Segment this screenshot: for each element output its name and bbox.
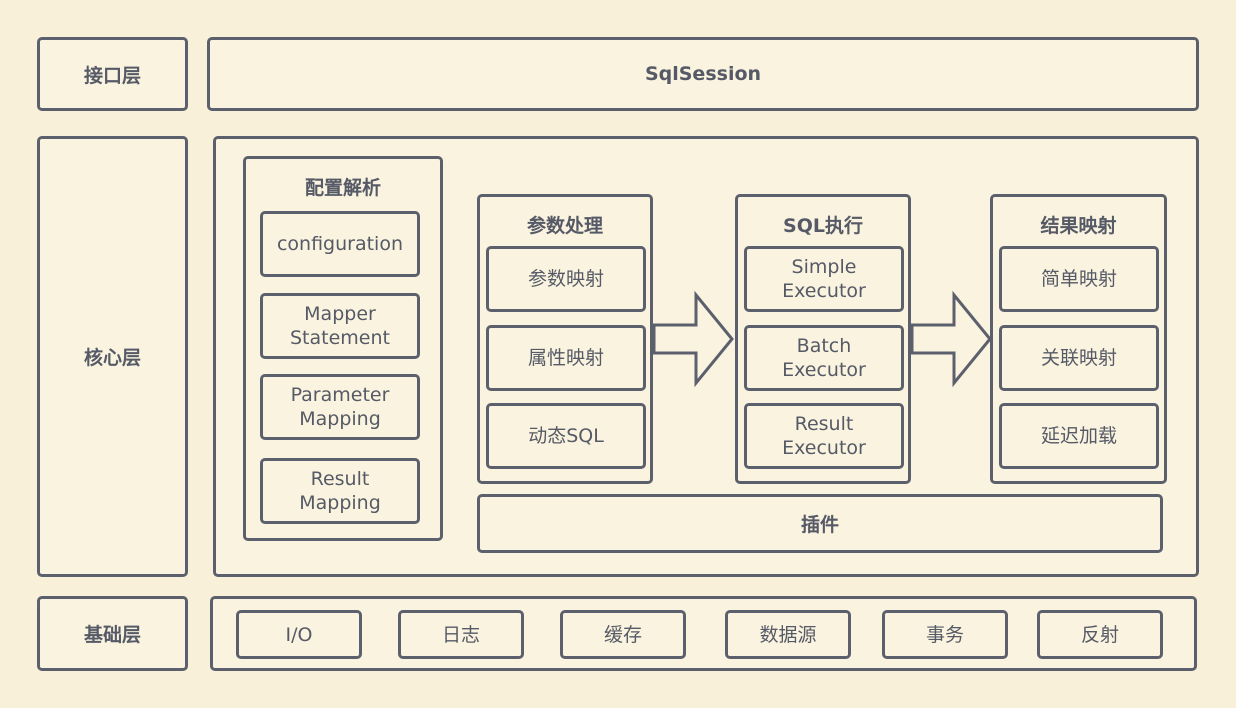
param-item: 动态SQL xyxy=(486,403,646,469)
plugin-bar: 插件 xyxy=(477,494,1163,553)
result-item: 简单映射 xyxy=(999,246,1159,312)
result-item-label: 关联映射 xyxy=(1040,347,1117,369)
config-item-label: configuration xyxy=(276,233,404,255)
result-item: 关联映射 xyxy=(999,325,1159,391)
base-item-transaction: 事务 xyxy=(882,610,1008,659)
param-item-label: 参数映射 xyxy=(527,268,604,290)
result-item: 延迟加载 xyxy=(999,403,1159,469)
result-mapping-title: 结果映射 xyxy=(1040,215,1117,237)
base-layer-label: 基础层 xyxy=(37,596,188,671)
base-item-io: I/O xyxy=(236,610,362,659)
core-layer-label: 核心层 xyxy=(37,136,188,577)
base-item-reflection: 反射 xyxy=(1037,610,1163,659)
result-item-label: 延迟加载 xyxy=(1040,425,1117,447)
param-handling-group: 参数处理 参数映射 属性映射 动态SQL xyxy=(477,194,653,484)
sqlsession-box: SqlSession xyxy=(207,37,1199,111)
base-item-datasource: 数据源 xyxy=(725,610,851,659)
param-item-label: 属性映射 xyxy=(527,347,604,369)
flow-arrow-icon xyxy=(910,290,992,388)
base-item-logging: 日志 xyxy=(398,610,524,659)
interface-layer-label: 接口层 xyxy=(37,37,188,111)
config-parse-title: 配置解析 xyxy=(304,177,381,199)
param-handling-title: 参数处理 xyxy=(526,215,603,237)
param-item: 参数映射 xyxy=(486,246,646,312)
result-item-label: 简单映射 xyxy=(1040,268,1117,290)
result-mapping-group: 结果映射 简单映射 关联映射 延迟加载 xyxy=(990,194,1167,484)
base-item-cache: 缓存 xyxy=(560,610,686,659)
param-item: 属性映射 xyxy=(486,325,646,391)
config-item: configuration xyxy=(260,211,420,277)
param-item-label: 动态SQL xyxy=(528,425,604,447)
flow-arrow-icon xyxy=(652,290,734,388)
sql-exec-title: SQL执行 xyxy=(783,215,863,237)
base-layer-panel: I/O 日志 缓存 数据源 事务 反射 xyxy=(210,596,1197,671)
